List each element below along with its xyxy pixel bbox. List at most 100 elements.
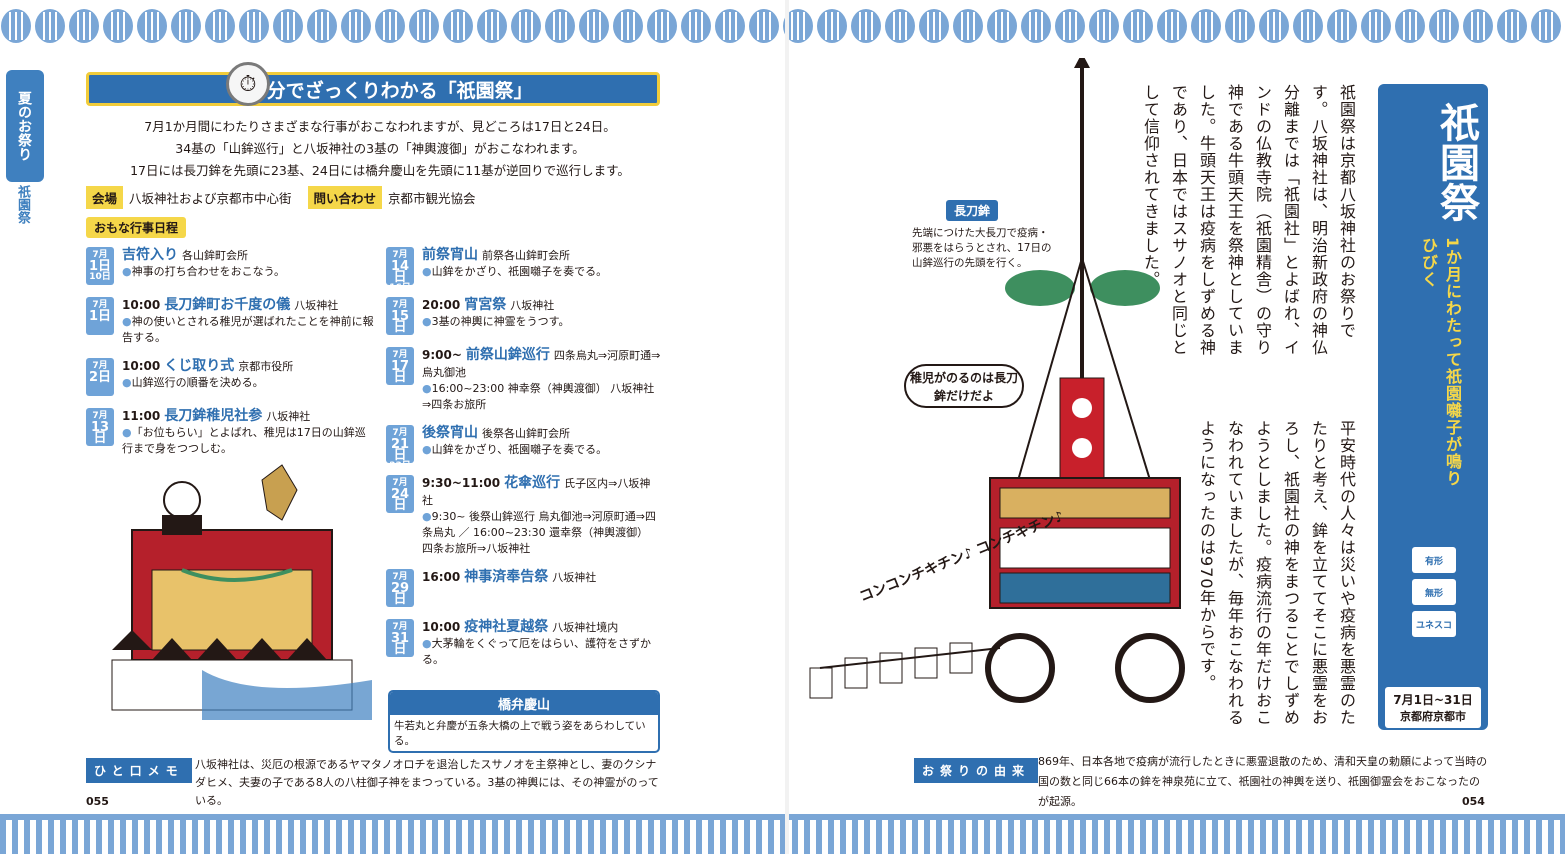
bullet-icon: ● — [422, 637, 432, 650]
date-day: 21日 — [390, 437, 410, 463]
event-place: 八坂神社 — [266, 410, 311, 423]
event-place: 京都市役所 — [238, 360, 294, 373]
section-banner: 1分でざっくりわかる「祇園祭」 — [86, 72, 660, 106]
intro-text: 7月1か月間にわたりさまざまな行事がおこなわれますが、見どころは17日と24日。… — [100, 116, 660, 182]
date-day: 31日 — [390, 631, 410, 657]
naginata-text: 先端につけた大長刀で疫病・邪悪をはらうとされ、17日の山鉾巡行の先頭を行く。 — [912, 227, 1052, 269]
bullet-icon: ● — [422, 443, 432, 456]
contact-value: 京都市観光協会 — [388, 191, 476, 206]
event-place: 八坂神社境内 — [552, 621, 619, 634]
event-title: 吉符入り — [122, 247, 178, 263]
side-tab-sub: 祇園祭 — [15, 185, 30, 224]
event-place: 八坂神社 — [510, 299, 555, 312]
stripe-band-bottom — [0, 814, 1565, 854]
event-time: 10:00 — [122, 298, 161, 312]
event-title: 宵宮祭 — [464, 297, 507, 313]
event-body: 前祭宵山前祭各山鉾町会所●山鉾をかざり、祇園囃子を奏でる。 — [422, 247, 607, 285]
festival-subtitle: 1か月にわたって祇園囃子が鳴りひびく — [1419, 237, 1462, 488]
date-month: 7月 — [392, 350, 408, 360]
event-body: 吉符入り各山鉾町会所●神事の打ち合わせをおこなう。 — [122, 247, 285, 285]
date-month: 7月 — [92, 250, 108, 260]
event-desc: ●「お位もらい」とよばれ、稚児は17日の山鉾巡行まで身をつつしむ。 — [122, 425, 376, 457]
bullet-icon: ● — [122, 315, 132, 328]
date-day: 15日 — [390, 309, 410, 335]
event-desc: ●山鉾をかざり、祇園囃子を奏でる。 — [422, 264, 607, 280]
date-month: 7月 — [392, 572, 408, 582]
event-body: 後祭宵山後祭各山鉾町会所 ●山鉾をかざり、祇園囃子を奏でる。 — [422, 425, 607, 463]
event-desc-text: 16:00~23:00 神幸祭（神輿渡御） 八坂神社⇒四条お旅所 — [422, 382, 655, 411]
date-day-end: 16日 — [389, 283, 411, 293]
event-desc: ●9:30~ 後祭山鉾巡行 烏丸御池⇒河原町通⇒四条烏丸 ／ 16:00~23:… — [422, 509, 661, 557]
event-place: 四条烏丸⇒河原町通⇒烏丸御池 — [422, 349, 661, 379]
event-desc-text: 山鉾をかざり、祇園囃子を奏でる。 — [431, 443, 608, 456]
side-tab-summer[interactable]: 夏のお祭り — [6, 70, 44, 182]
event-title: 前祭山鉾巡行 — [465, 347, 550, 363]
date-month: 7月 — [392, 300, 408, 310]
event-place: 後祭各山鉾町会所 — [482, 427, 570, 440]
body-text-1: 祇園祭は京都八坂神社のお祭りです。八坂神社は、明治新政府の神仏分離までは「祇園社… — [1141, 84, 1356, 356]
origin-label: お祭りの由来 — [914, 758, 1039, 783]
date-month: 7月 — [92, 361, 108, 371]
schedule-heading: おもな行事日程 — [86, 217, 187, 238]
body-text-2: 平安時代の人々は災いや疫病を悪霊のたたりと考え、鉾を立ててそこに悪霊をおろし、祇… — [1197, 420, 1356, 726]
event-time: 20:00 — [422, 298, 461, 312]
event-title: 後祭宵山 — [422, 425, 478, 441]
event-desc-text: 山鉾をかざり、祇園囃子を奏でる。 — [431, 265, 608, 278]
date-day: 24日 — [390, 487, 410, 513]
speech-bubble: 稚児がのるのは長刀鉾だけだよ — [904, 364, 1024, 408]
event-desc-text: 神の使いとされる稚児が選ばれたことを神前に報告する。 — [122, 315, 374, 344]
event-title: 疫神社夏越祭 — [464, 619, 549, 635]
event-desc-text: 山鉾巡行の順番を決める。 — [131, 376, 264, 389]
banner-title: 1分でざっくりわかる「祇園祭」 — [253, 79, 533, 102]
date-day: 13日 — [90, 420, 110, 446]
event-desc-text: 9:30~ 後祭山鉾巡行 烏丸御池⇒河原町通⇒四条烏丸 ／ 16:00~23:3… — [422, 510, 656, 555]
venue-row: 会場 八坂神社および京都市中心街 問い合わせ 京都市観光協会 — [86, 186, 476, 209]
event-desc-text: 神事の打ち合わせをおこなう。 — [131, 265, 285, 278]
date-day: 2日 — [88, 370, 112, 385]
intro-line: 17日には長刀鉾を先頭に23基、24日には橋弁慶山を先頭に11基が逆回りで巡行し… — [130, 163, 630, 178]
lantern-band-top — [0, 0, 1565, 48]
naginata-boko-illustration — [809, 58, 1185, 703]
event-body: 9:00~前祭山鉾巡行四条烏丸⇒河原町通⇒烏丸御池●16:00~23:00 神幸… — [422, 347, 661, 413]
date-box: 7月1日~31日 京都府京都市 — [1385, 687, 1481, 728]
event-title: 花傘巡行 — [504, 475, 561, 491]
bullet-icon: ● — [422, 315, 432, 328]
event-desc: ●3基の神輿に神霊をうつす。 — [422, 314, 570, 330]
bullet-icon: ● — [422, 510, 432, 523]
event-title: 長刀鉾町お千度の儀 — [164, 297, 291, 313]
festival-place: 京都府京都市 — [1400, 710, 1466, 723]
event-desc-text: 「お位もらい」とよばれ、稚児は17日の山鉾巡行まで身をつつしむ。 — [122, 426, 366, 455]
event-desc: ●神の使いとされる稚児が選ばれたことを神前に報告する。 — [122, 314, 376, 346]
date-month: 7月 — [392, 250, 408, 260]
title-panel: 祇園祭 1か月にわたって祇園囃子が鳴りひびく 有形 無形 ユネスコ 7月1日~3… — [1378, 84, 1488, 730]
yamaboko-illustration — [111, 464, 372, 720]
hashiben-text: 牛若丸と弁慶が五条大橋の上で戦う姿をあらわしている。 — [394, 720, 646, 747]
bullet-icon: ● — [122, 426, 132, 439]
event-place: 前祭各山鉾町会所 — [482, 249, 570, 262]
badge-intangible: 無形 — [1412, 579, 1456, 605]
contact-label: 問い合わせ — [307, 186, 383, 209]
event-time: 16:00 — [422, 570, 461, 584]
bullet-icon: ● — [422, 265, 432, 278]
event-desc-text: 大茅輪をくぐって厄をはらい、護符をさずかる。 — [422, 637, 652, 666]
date-month: 7月 — [392, 428, 408, 438]
date-day: 1日 — [88, 309, 112, 324]
